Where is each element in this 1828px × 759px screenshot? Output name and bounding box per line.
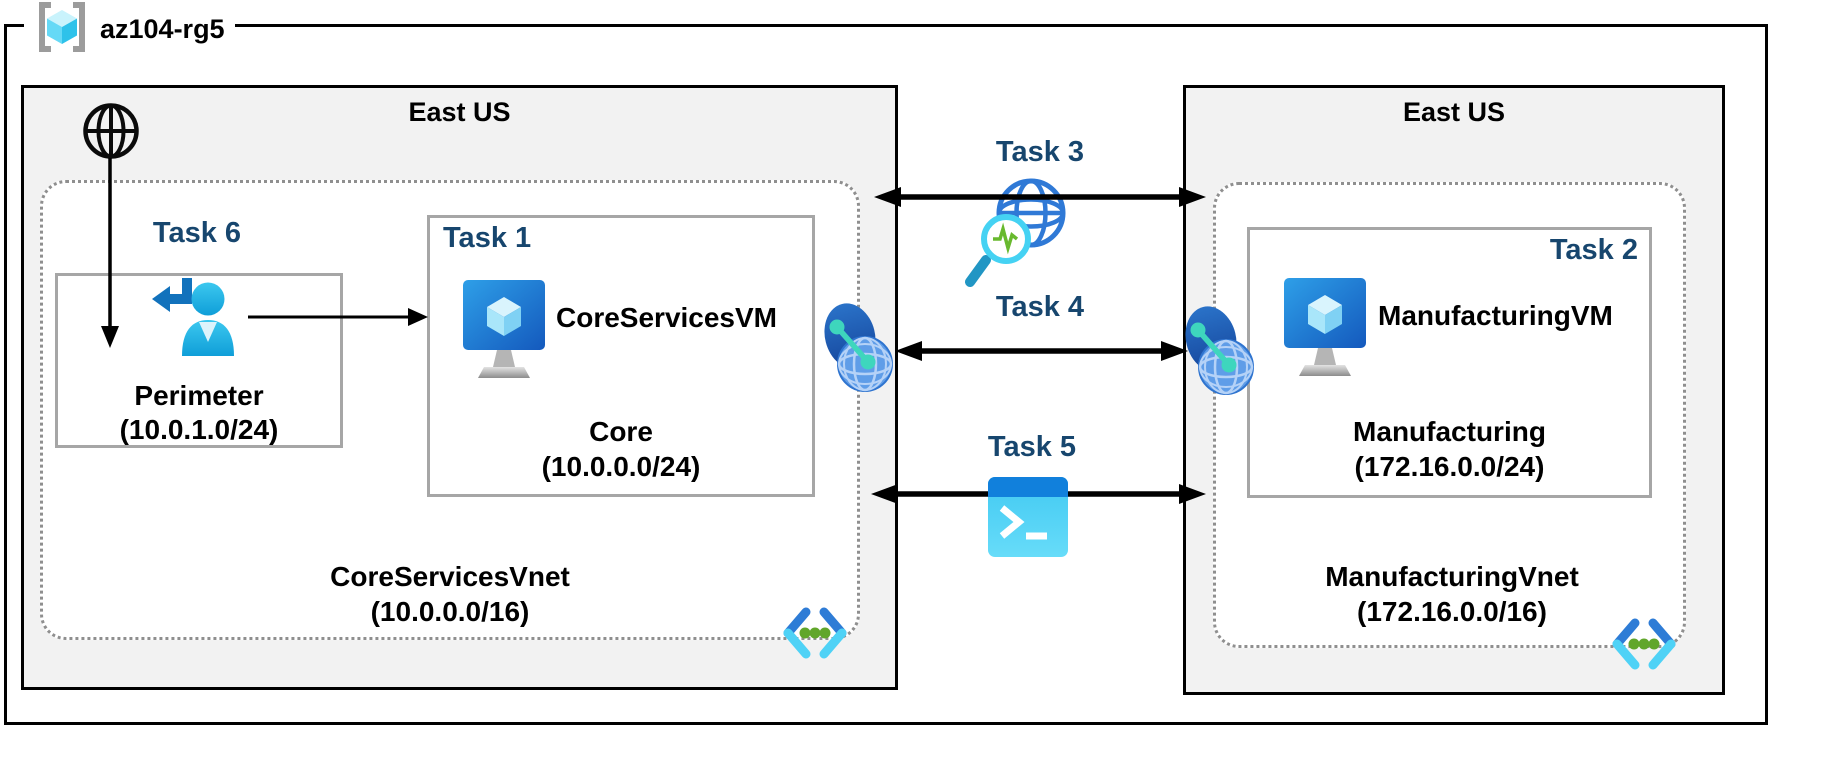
task4-arrow: [895, 337, 1188, 370]
task1-label: Task 1: [443, 222, 532, 254]
internet-down-arrow: [96, 158, 124, 355]
resource-group-box: [4, 24, 1768, 725]
core-vnet-name: CoreServicesVnet: [330, 561, 570, 592]
manufacturing-subnet-cidr: (172.16.0.0/24): [1354, 451, 1545, 482]
task3-label: Task 3: [995, 136, 1085, 168]
code-brackets-icon: [783, 607, 847, 664]
perimeter-subnet-name: Perimeter: [134, 380, 264, 411]
manufacturing-vnet-cidr: (172.16.0.0/16): [1357, 596, 1547, 627]
left-region-title: East US: [408, 97, 511, 127]
virtual-machine-icon: [462, 279, 546, 386]
task2-label: Task 2: [1549, 234, 1638, 266]
task5-label: Task 5: [987, 431, 1077, 463]
resource-group-header: az104-rg5: [24, 0, 235, 58]
virtual-machine-icon: [1283, 277, 1367, 384]
right-region-title: East US: [1402, 97, 1506, 127]
vnet-peering-icon: [1183, 303, 1255, 408]
core-vm-name: CoreServicesVM: [556, 302, 778, 333]
core-subnet-cidr: (10.0.0.0/24): [541, 451, 701, 482]
task4-label: Task 4: [995, 291, 1085, 323]
perimeter-to-vm-arrow: [248, 304, 430, 335]
task6-label: Task 6: [152, 217, 242, 249]
core-vnet-cidr: (10.0.0.0/16): [370, 596, 530, 627]
manufacturing-subnet-box: [1247, 227, 1652, 498]
manufacturing-vm-name: ManufacturingVM: [1378, 300, 1613, 331]
cloud-shell-icon: [988, 477, 1068, 562]
manufacturing-subnet-name: Manufacturing: [1353, 416, 1546, 447]
core-subnet-box: [427, 215, 815, 497]
internet-globe-icon: [82, 100, 140, 167]
network-watcher-icon: [962, 170, 1076, 297]
core-subnet-name: Core: [589, 416, 653, 447]
task3-arrow: [874, 183, 1206, 216]
resource-group-icon: [34, 0, 90, 60]
resource-group-label: az104-rg5: [100, 13, 225, 44]
code-brackets-icon: [1612, 618, 1676, 675]
sign-in-user-icon: [150, 272, 242, 367]
manufacturing-vnet-name: ManufacturingVnet: [1325, 561, 1579, 592]
perimeter-subnet-cidr: (10.0.1.0/24): [119, 414, 279, 445]
vnet-peering-icon: [822, 300, 894, 405]
